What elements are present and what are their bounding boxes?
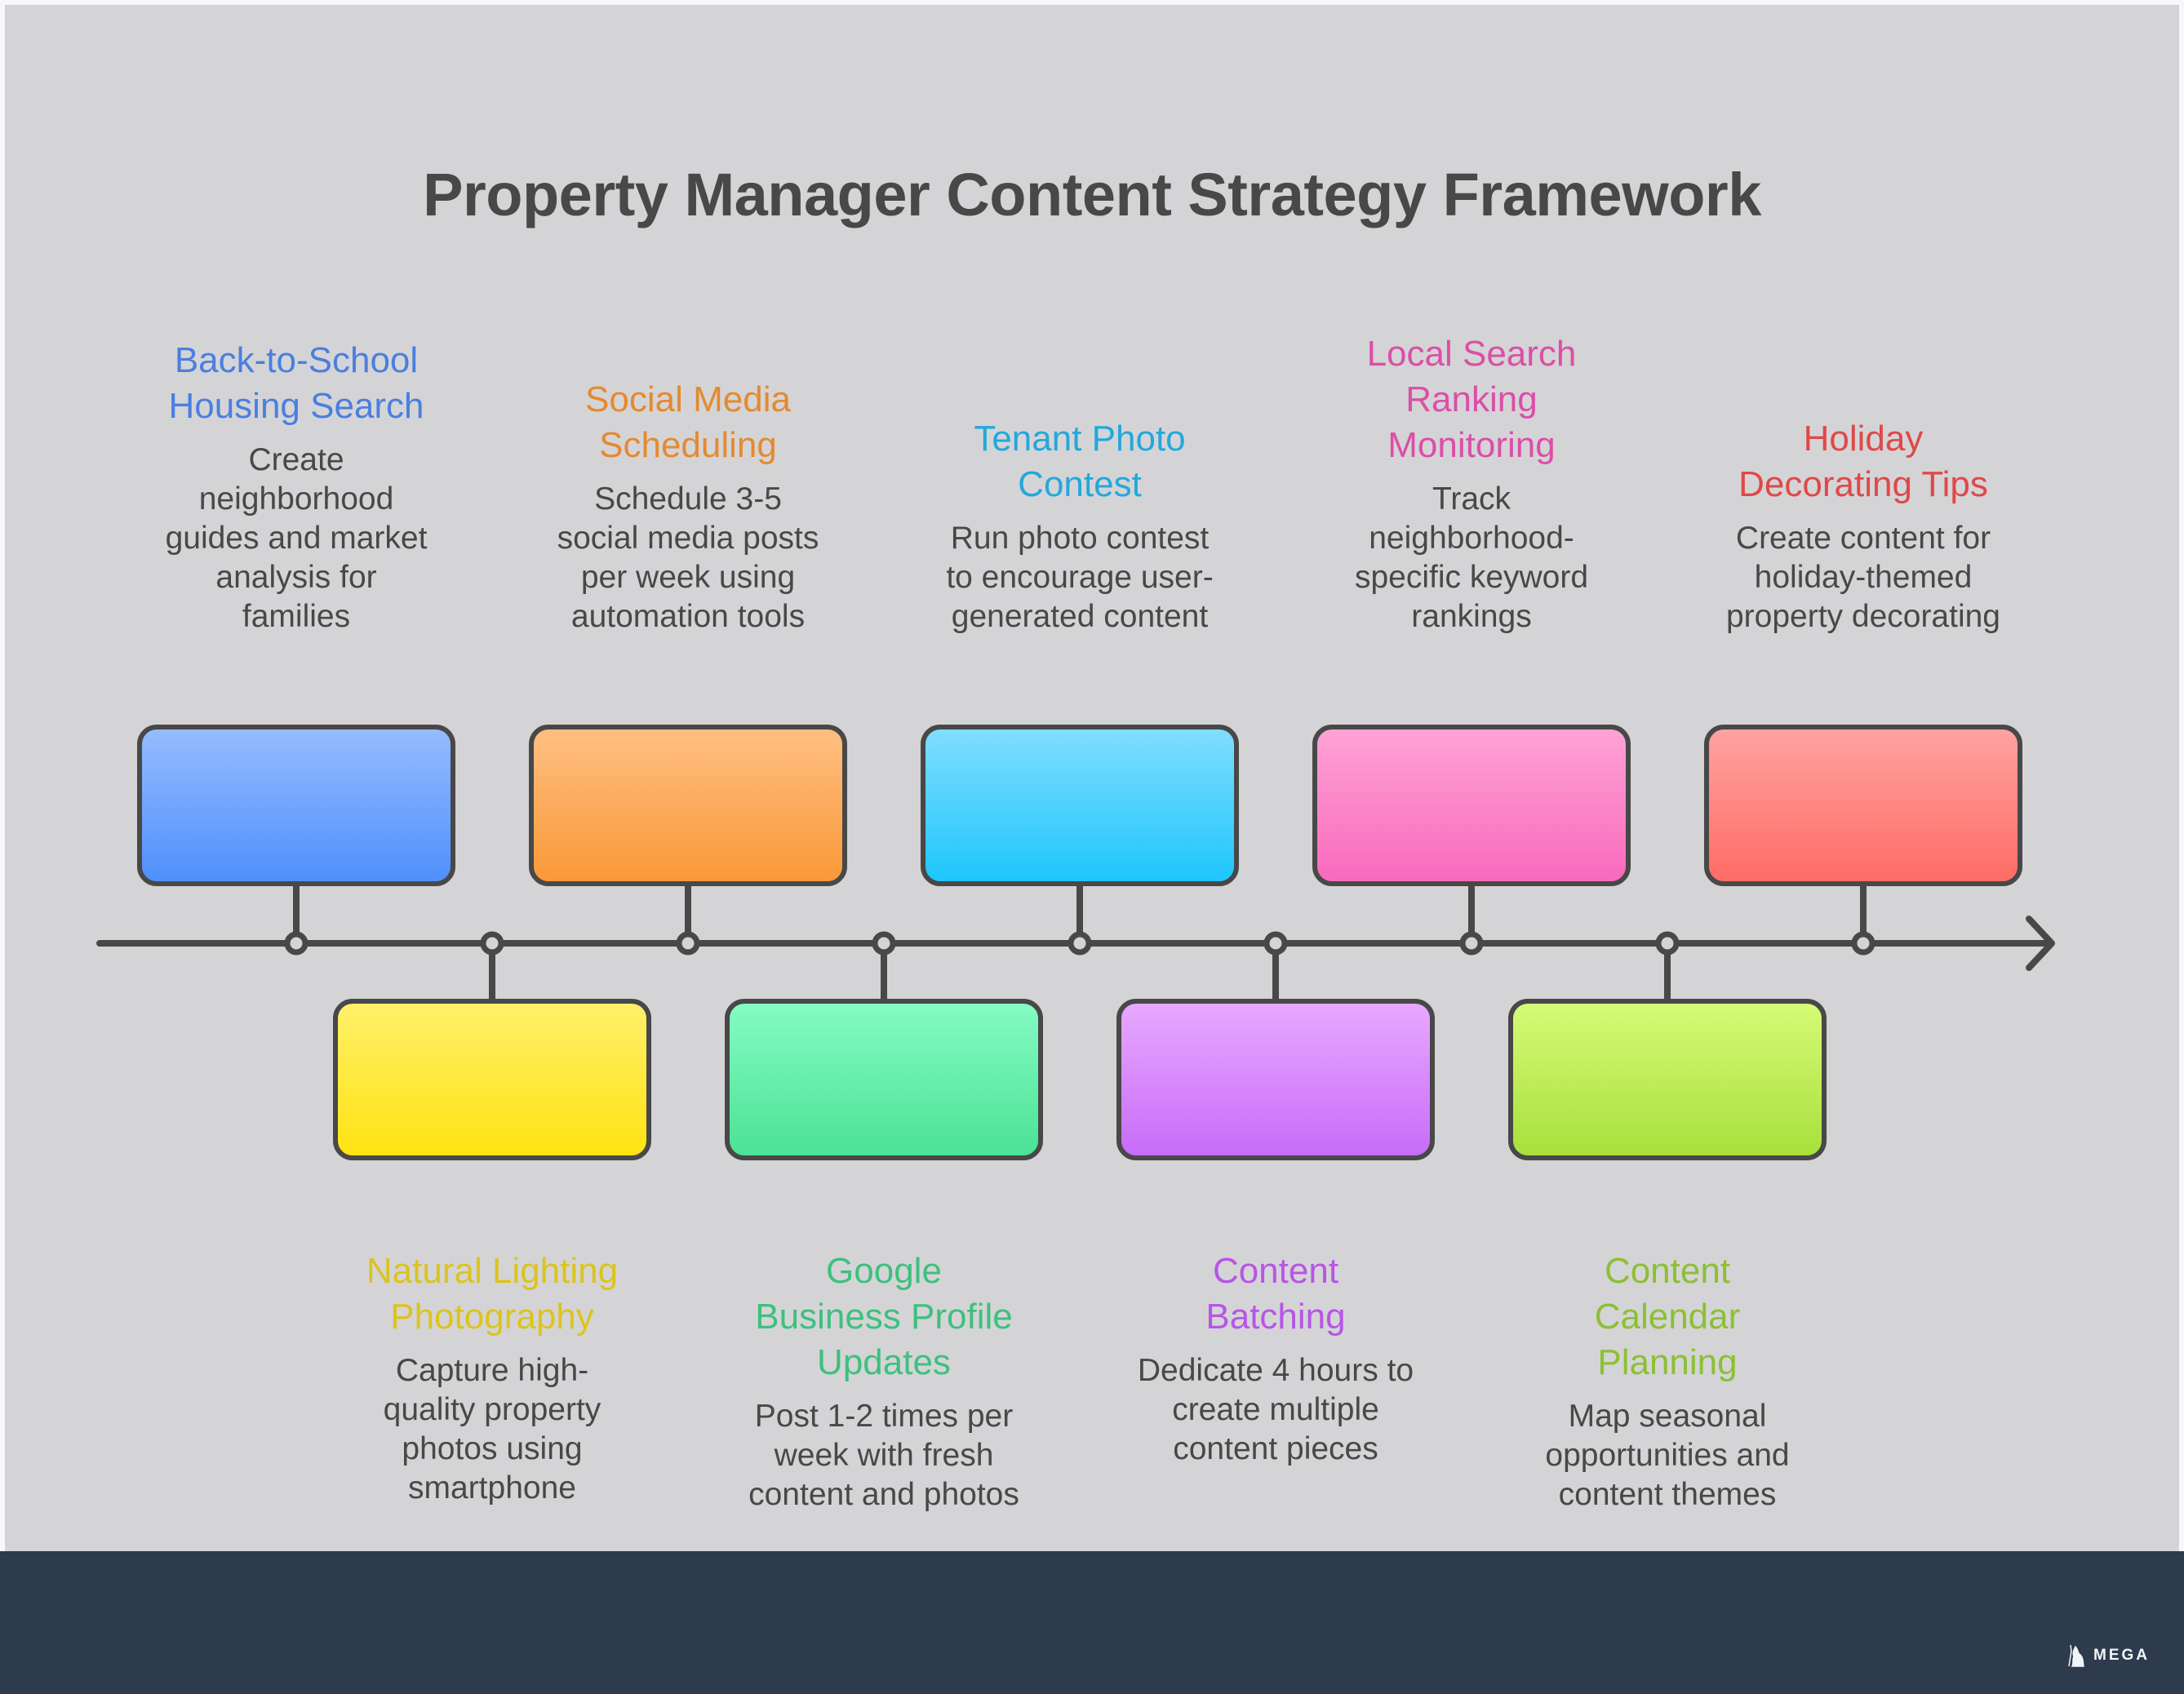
timeline-card-tenant-photo-contest — [921, 725, 1239, 886]
brand-name: MEGA — [2093, 1647, 2150, 1664]
item-title-line: Batching — [1205, 1297, 1346, 1337]
timeline-card-content-calendar-planning — [1508, 999, 1827, 1160]
item-title-line: Tenant Photo — [974, 419, 1186, 459]
item-description: Create content for holiday-themed proper… — [1725, 521, 2001, 634]
timeline-card-holiday-decorating-tips — [1704, 725, 2022, 886]
footer: MEGA — [0, 1551, 2184, 1694]
item-title-line: Business Profile — [755, 1297, 1013, 1337]
timeline-card-google-business-profile-updates — [725, 999, 1043, 1160]
page-title: Property Manager Content Strategy Framew… — [423, 161, 1761, 228]
item-title-line: Ranking — [1405, 379, 1538, 419]
item-description: Run photo contest to encourage user-gene… — [946, 521, 1214, 634]
item-title-line: Updates — [817, 1342, 951, 1382]
item-description: Capture high-quality property photos usi… — [383, 1353, 601, 1506]
item-description: Map seasonal opportunities and content t… — [1545, 1399, 1790, 1512]
team-checklist-icon — [1206, 1010, 1345, 1149]
item-title-line: Scheduling — [599, 425, 777, 465]
item-description: Dedicate 4 hours to create multiple cont… — [1137, 1353, 1414, 1466]
item-title-line: Housing Search — [168, 386, 424, 426]
photographer-tripod-icon — [423, 1010, 562, 1149]
timeline-card-content-batching — [1116, 999, 1435, 1160]
calendar-tree-icon — [1598, 1010, 1737, 1149]
item-title-line: Content — [1604, 1251, 1731, 1291]
brand-logo: MEGA — [2067, 1643, 2150, 1668]
wizard-logo-icon — [2068, 1644, 2084, 1667]
item-title-line: Holiday — [1803, 419, 1924, 459]
item-title-line: Local Search — [1366, 334, 1577, 374]
item-title-line: Planning — [1597, 1342, 1738, 1382]
item-description: Post 1-2 times per week with fresh conte… — [748, 1399, 1019, 1512]
item-title-line: Contest — [1018, 464, 1142, 504]
item-title-line: Calendar — [1594, 1297, 1741, 1337]
item-title-line: Back-to-School — [174, 340, 419, 380]
timeline-card-back-to-school-housing-search — [137, 725, 455, 886]
student-walking-icon — [227, 736, 366, 875]
item-title-line: Photography — [390, 1297, 594, 1337]
item-description: Schedule 3-5 social media posts per week… — [557, 481, 819, 634]
item-title-line: Monitoring — [1387, 425, 1556, 465]
item-title-line: Google — [826, 1251, 942, 1291]
item-title-line: Social Media — [585, 379, 791, 419]
item-description: Create neighborhood guides and market an… — [165, 442, 428, 634]
holiday-ornaments-icon — [1794, 736, 1933, 875]
item-title-line: Natural Lighting — [366, 1251, 619, 1291]
calendar-share-icon — [619, 736, 757, 875]
business-profile-house-icon — [815, 1010, 953, 1149]
item-title-line: Content — [1212, 1251, 1339, 1291]
item-title-line: Decorating Tips — [1738, 464, 1988, 504]
timeline-card-social-media-scheduling — [529, 725, 847, 886]
item-description: Track neighborhood-specific keyword rank… — [1354, 481, 1589, 634]
timeline-card-local-search-ranking-monitoring — [1312, 725, 1631, 886]
users-photo-icon — [1010, 736, 1149, 875]
table-search-icon — [1402, 736, 1541, 875]
timeline-card-natural-lighting-photography — [333, 999, 651, 1160]
